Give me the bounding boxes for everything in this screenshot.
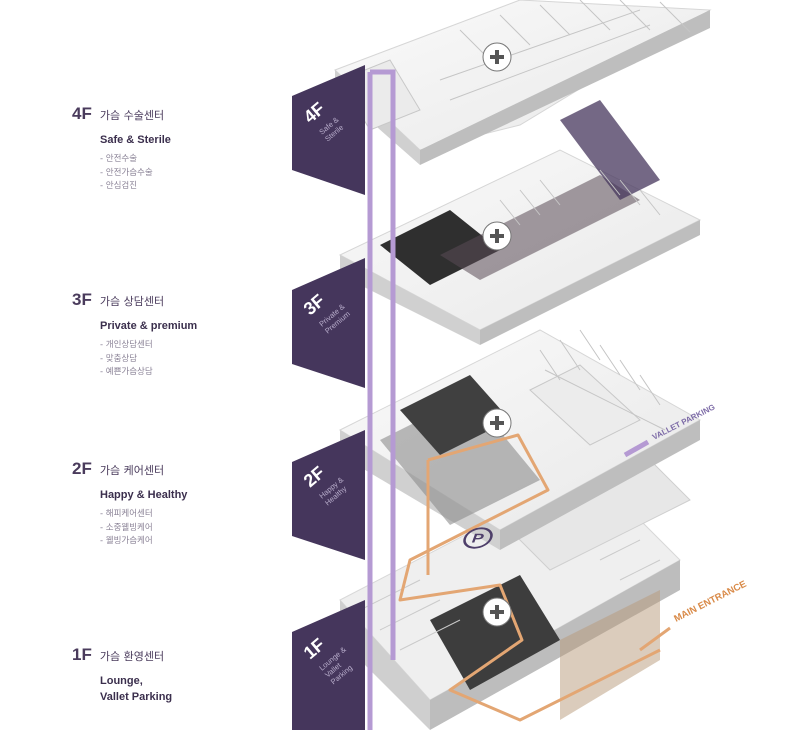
floor-service-item: - 맞춤상담 [100, 353, 138, 364]
floor-tag-4f: 4F Safe & Sterile [292, 65, 365, 195]
floor-service-item: - 안전수술 [100, 154, 138, 164]
floor-service-item: - 웰빙가슴케어 [100, 536, 153, 546]
floor-subtitle: Safe & Sterile [100, 134, 171, 146]
floor-service-list: - 개인상담센터 - 맞춤상담 - 예쁜가슴상담 [100, 339, 272, 380]
vallet-parking-arrow [623, 439, 650, 458]
elevator-shaft [367, 69, 396, 730]
floor-service-item: - 안심검진 [100, 181, 138, 191]
floor-subtitle: Happy & Healthy [100, 489, 188, 501]
medical-cross-icon [482, 42, 512, 72]
floor-4f-slab [334, 0, 712, 165]
medical-cross-icon [482, 408, 512, 438]
floor-service-item: - 소중웰빙케어 [100, 522, 153, 533]
floor-subtitle: Private & premium [100, 320, 198, 332]
medical-cross-icon [482, 597, 512, 627]
floor-service-list: - 해피케어센터 - 소중웰빙케어 - 웰빙가슴케어 [100, 508, 272, 549]
floor-legend-4f: 4F 가슴 수술센터 Safe & Sterile - 안전수술 - 안전가슴수… [72, 104, 272, 194]
floor-service-item: - 예쁜가슴상담 [100, 367, 153, 377]
floor-service-list: - 안전수술 - 안전가슴수술 - 안심검진 [100, 153, 272, 194]
floor-code: 3F [72, 290, 92, 309]
floor-tag-1f: 1F Lounge & Vallet Parking [292, 600, 365, 730]
floor-title: 가슴 환영센터 [99, 650, 165, 663]
floor-title: 가슴 케어센터 [99, 464, 165, 477]
floor-subtitle: Lounge, Vallet Parking [100, 675, 173, 703]
floor-title: 가슴 수술센터 [99, 109, 165, 122]
floor-code: 2F [72, 459, 92, 478]
medical-cross-icon [482, 221, 512, 251]
floor-service-item: - 해피케어센터 [100, 509, 153, 519]
entrance-route [398, 433, 661, 722]
floor-2f-slab [338, 329, 702, 550]
floor-service-item: - 개인상담센터 [100, 340, 153, 350]
parking-symbol: P [469, 532, 485, 546]
floor-code: 1F [72, 645, 92, 664]
parking-icon: P [463, 527, 493, 549]
floor-title: 가슴 상담센터 [99, 295, 165, 308]
floor-tag-2f: 2F Happy & Healthy [292, 430, 365, 560]
main-entrance-arrow [639, 626, 671, 652]
floor-legend-1f: 1F 가슴 환영센터 Lounge, Vallet Parking [72, 645, 272, 705]
floor-service-item: - 안전가슴수술 [100, 167, 153, 178]
floor-1f-slab [339, 449, 691, 730]
floor-legend-2f: 2F 가슴 케어센터 Happy & Healthy - 해피케어센터 - 소중… [72, 459, 272, 549]
main-entrance-label: MAIN ENTRANCE [672, 579, 748, 625]
floor-3f-slab [338, 100, 702, 345]
floor-code: 4F [72, 104, 92, 123]
floor-tag-3f: 3F Private & Premium [292, 258, 365, 388]
floor-legend-3f: 3F 가슴 상담센터 Private & premium - 개인상담센터 - … [72, 290, 272, 380]
